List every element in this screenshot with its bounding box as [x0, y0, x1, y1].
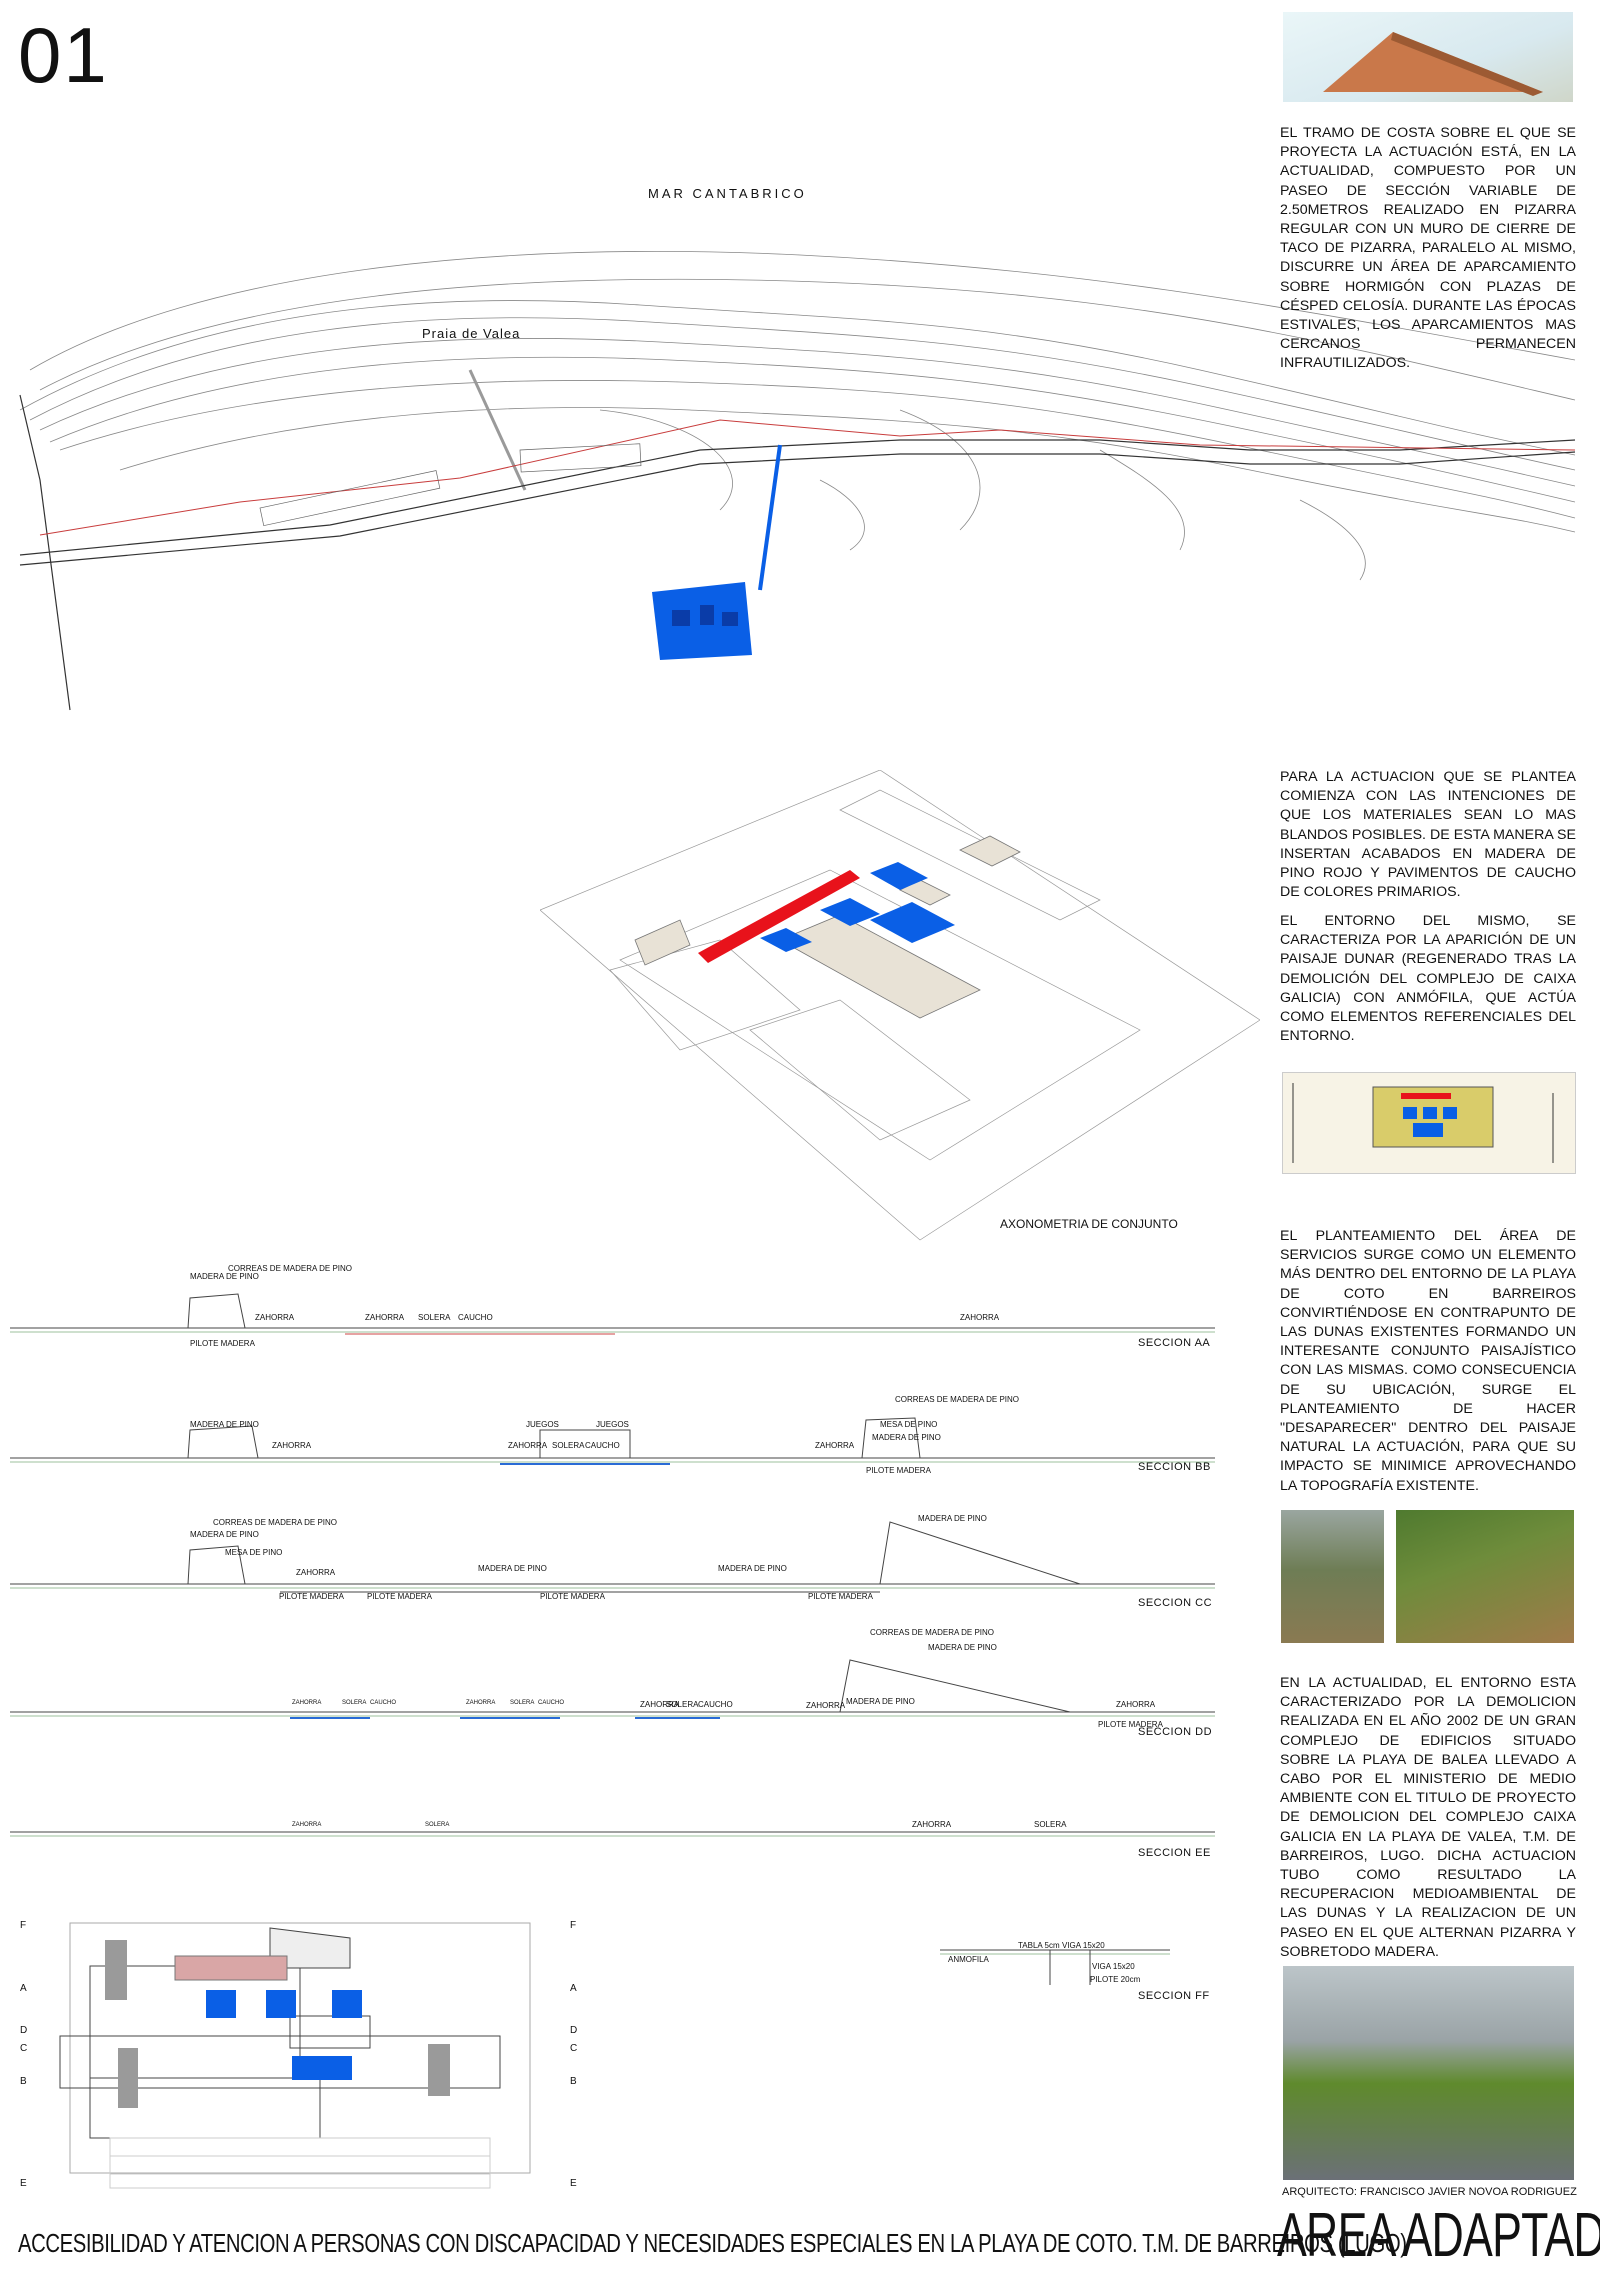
section-dd-label: ZAHORRA — [806, 1701, 846, 1710]
section-ff-label: PILOTE 20cm — [1090, 1975, 1141, 1984]
section-dd-label: SOLERA — [342, 1700, 367, 1706]
section-bb-label: ZAHORRA — [272, 1441, 312, 1450]
section-ee-label: SOLERA — [425, 1822, 450, 1828]
section-ee-title: SECCION EE — [1138, 1847, 1211, 1859]
section-dd-label: MADERA DE PINO — [846, 1697, 915, 1706]
section-bb-label: ZAHORRA — [815, 1441, 855, 1450]
section-bb-label: CORREAS DE MADERA DE PINO — [895, 1395, 1020, 1404]
section-cc-label: MADERA DE PINO — [918, 1514, 987, 1523]
section-ff-label: ANMOFILA — [948, 1955, 989, 1964]
section-dd-label: ZAHORRA — [640, 1700, 680, 1709]
section-dd-label: PILOTE MADERA — [1098, 1720, 1163, 1729]
paragraph-surroundings: EL ENTORNO DEL MISMO, SE CARACTERIZA POR… — [1280, 913, 1576, 1045]
plan-marker-right: C — [570, 2043, 578, 2054]
section-cc-label: ZAHORRA — [296, 1568, 336, 1577]
paragraph-materials: PARA LA ACTUACION QUE SE PLANTEA COMIENZ… — [1280, 769, 1576, 901]
sea-label: MAR CANTABRICO — [648, 186, 807, 201]
paragraph-demolition: EN LA ACTUALIDAD, EL ENTORNO ESTA CARACT… — [1280, 1675, 1576, 1960]
handrail-photo — [1396, 1510, 1574, 1643]
section-cc-label: PILOTE MADERA — [279, 1592, 344, 1601]
section-cc-label: MADERA DE PINO — [718, 1564, 787, 1573]
section-dd-title: SECCION DD — [1138, 1726, 1213, 1738]
section-dd-label: CAUCHO — [698, 1700, 733, 1709]
section-dd-label: ZAHORRA — [1116, 1700, 1156, 1709]
section-ff-label: TABLA 5cm — [1018, 1941, 1060, 1950]
section-dd-label: CAUCHO — [538, 1700, 565, 1706]
axonometry-label: AXONOMETRIA DE CONJUNTO — [1000, 1217, 1178, 1231]
footer-title: ACCESIBILIDAD Y ATENCION A PERSONAS CON … — [18, 2228, 1407, 2258]
section-bb-label: JUEGOS — [526, 1420, 559, 1429]
section-bb-label: ZAHORRA — [508, 1441, 548, 1450]
section-cc-label: MESA DE PINO — [225, 1548, 283, 1557]
beach-label: Praia de Valea — [422, 326, 521, 341]
path-photo — [1283, 1966, 1574, 2180]
plan-marker-left: B — [20, 2076, 27, 2087]
section-bb-label: JUEGOS — [596, 1420, 629, 1429]
plan-sketch-image — [1282, 1072, 1576, 1174]
section-cc-label: MADERA DE PINO — [478, 1564, 547, 1573]
section-cc-label: PILOTE MADERA — [540, 1592, 605, 1601]
section-dd-label: ZAHORRA — [292, 1700, 322, 1706]
plan-marker-right: F — [570, 1920, 577, 1931]
section-aa-label: ZAHORRA — [960, 1313, 1000, 1322]
section-bb-label: PILOTE MADERA — [866, 1466, 931, 1475]
plan-marker-right: B — [570, 2076, 577, 2087]
plan-marker-left: C — [20, 2043, 28, 2054]
plan-marker-left: F — [20, 1920, 27, 1931]
section-dd-label: SOLERA — [510, 1700, 535, 1706]
paragraph-existing-coast: EL TRAMO DE COSTA SOBRE EL QUE SE PROYEC… — [1280, 125, 1576, 372]
section-aa-label: ZAHORRA — [255, 1313, 295, 1322]
section-aa-label: CAUCHO — [458, 1313, 493, 1322]
section-cc-label: MADERA DE PINO — [190, 1530, 259, 1539]
section-aa-label: CORREAS DE MADERA DE PINO — [228, 1264, 353, 1273]
section-ee-label: ZAHORRA — [292, 1822, 322, 1828]
section-bb-label: CAUCHO — [585, 1441, 620, 1450]
section-bb-label: MESA DE PINO — [880, 1420, 938, 1429]
section-aa-label: ZAHORRA — [365, 1313, 405, 1322]
paragraph-service-area: EL PLANTEAMIENTO DEL ÁREA DE SERVICIOS S… — [1280, 1228, 1576, 1494]
section-aa-label: PILOTE MADERA — [190, 1339, 255, 1348]
section-cc-label: PILOTE MADERA — [367, 1592, 432, 1601]
section-ff-title: SECCION FF — [1138, 1990, 1210, 2002]
section-dd-label: ZAHORRA — [466, 1700, 496, 1706]
section-aa-label: SOLERA — [418, 1313, 451, 1322]
section-dd-label: CAUCHO — [370, 1700, 397, 1706]
concept-sketch-image — [1283, 12, 1573, 102]
floor-plan-drawing — [59, 1922, 531, 2189]
boardwalk-photo — [1281, 1510, 1384, 1643]
section-aa-title: SECCION AA — [1138, 1337, 1211, 1349]
area-title: AREA ADAPTADA — [1277, 2201, 1600, 2270]
axonometry-drawing — [540, 770, 1260, 1241]
architect-credit: ARQUITECTO: FRANCISCO JAVIER NOVOA RODRI… — [1282, 2186, 1577, 2198]
sheet-number: 01 — [18, 11, 109, 99]
section-dd-label: SOLERA — [666, 1700, 699, 1709]
section-bb-label: SOLERA — [552, 1441, 585, 1450]
plan-marker-left: D — [20, 2025, 28, 2036]
section-dd-label: MADERA DE PINO — [928, 1643, 997, 1652]
section-cc-label: PILOTE MADERA — [808, 1592, 873, 1601]
section-aa-label: MADERA DE PINO — [190, 1272, 259, 1281]
section-ee-label: SOLERA — [1034, 1820, 1067, 1829]
plan-marker-right: A — [570, 1983, 577, 1994]
section-dd-label: CORREAS DE MADERA DE PINO — [870, 1628, 995, 1637]
section-bb-label: MADERA DE PINO — [190, 1420, 259, 1429]
section-cc-title: SECCION CC — [1138, 1597, 1213, 1609]
section-ff-label: VIGA 15x20 — [1092, 1962, 1135, 1971]
section-bb-label: MADERA DE PINO — [872, 1433, 941, 1442]
plan-marker-left: A — [20, 1983, 27, 1994]
section-cc-label: CORREAS DE MADERA DE PINO — [213, 1518, 338, 1527]
section-bb-title: SECCION BB — [1138, 1461, 1211, 1473]
plan-marker-right: E — [570, 2178, 577, 2189]
site-plan-drawing — [19, 250, 1576, 711]
plan-marker-right: D — [570, 2025, 578, 2036]
section-ff-label: VIGA 15x20 — [1062, 1941, 1105, 1950]
plan-marker-left: E — [20, 2178, 27, 2189]
sections-drawing — [10, 1293, 1215, 1985]
section-ee-label: ZAHORRA — [912, 1820, 952, 1829]
